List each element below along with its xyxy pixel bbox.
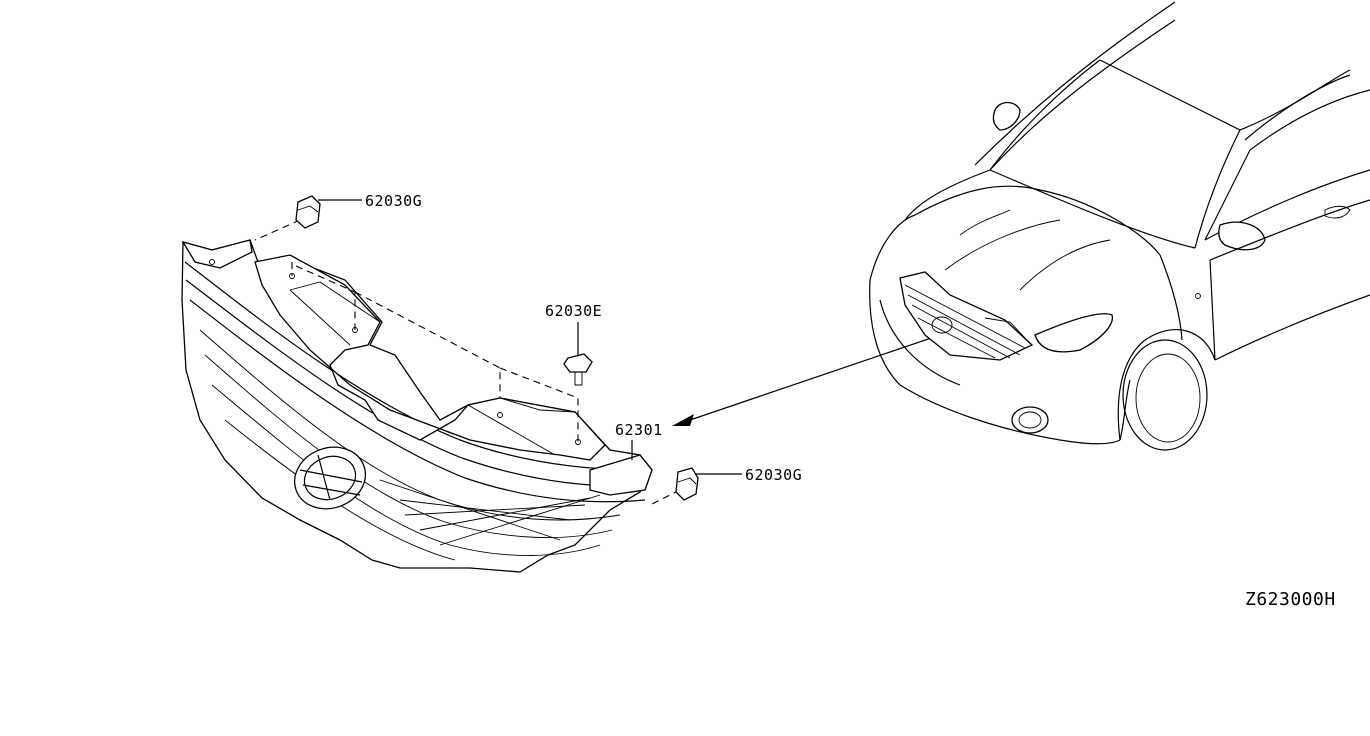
leader-lines — [318, 199, 941, 475]
clip-right-part — [675, 467, 699, 501]
label-clip-right: 62030G — [745, 466, 802, 484]
front-grille-assembly — [181, 239, 653, 573]
label-grille: 62301 — [615, 421, 663, 439]
assembly-lines — [254, 219, 681, 506]
clip-fastener-part — [563, 353, 593, 386]
emblem — [293, 446, 367, 510]
vehicle-illustration — [869, 1, 1370, 451]
arrow-head-icon — [672, 414, 694, 426]
label-clip-fastener: 62030E — [545, 302, 602, 320]
label-clip-top: 62030G — [365, 192, 422, 210]
clip-top-part — [295, 195, 321, 229]
diagram-reference-code: Z623000H — [1245, 589, 1336, 610]
